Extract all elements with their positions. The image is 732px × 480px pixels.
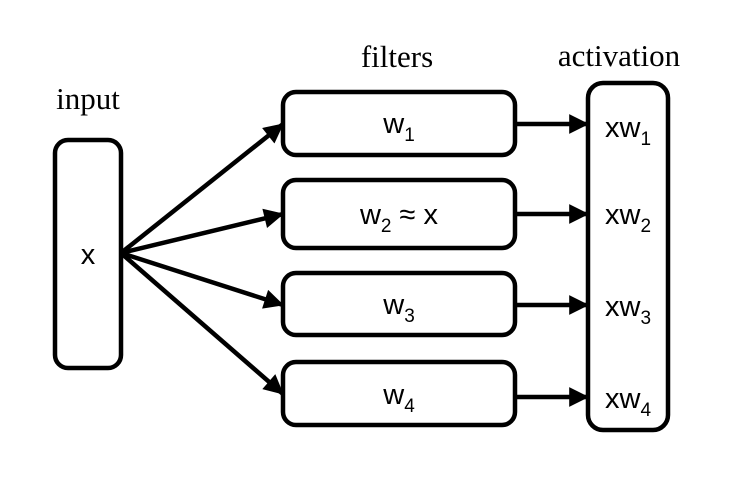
filter-label-subscript: 2 bbox=[381, 216, 392, 237]
filter-label-base: w bbox=[382, 379, 405, 411]
activation-label-subscript: 4 bbox=[640, 400, 651, 421]
arrow-input-to-w2 bbox=[120, 208, 284, 256]
section-label-activation: activation bbox=[558, 38, 681, 73]
filter-label-base: w bbox=[382, 289, 405, 321]
activation-label-base: xw bbox=[605, 199, 642, 231]
input-node-box bbox=[52, 137, 124, 371]
filter-node-label-w2: w2 ≈ x bbox=[359, 199, 439, 237]
filter-label-suffix: ≈ x bbox=[392, 199, 439, 231]
activation-label-xw1: xw1 bbox=[605, 112, 651, 150]
activation-label-base: xw bbox=[605, 383, 642, 415]
activation-label-subscript: 3 bbox=[640, 308, 651, 329]
activation-label-xw4: xw4 bbox=[605, 383, 651, 421]
filter-node-box-w1 bbox=[280, 89, 518, 158]
section-label-filters: filters bbox=[361, 39, 433, 74]
activation-label-subscript: 1 bbox=[640, 129, 651, 150]
activation-label-xw2: xw2 bbox=[605, 199, 651, 237]
activation-label-base: xw bbox=[605, 112, 642, 144]
arrow-input-to-w3 bbox=[120, 250, 284, 309]
filter-node-label-w4: w4 bbox=[382, 379, 415, 417]
activation-label-base: xw bbox=[605, 291, 642, 323]
filter-node-box-w3 bbox=[280, 270, 518, 338]
activation-label-xw3: xw3 bbox=[605, 291, 651, 329]
filter-label-base: w bbox=[359, 199, 382, 231]
filter-label-subscript: 3 bbox=[404, 306, 415, 327]
filter-label-subscript: 4 bbox=[404, 396, 415, 417]
filter-node-label-w3: w3 bbox=[382, 289, 415, 327]
arrow-input-to-w4 bbox=[119, 251, 285, 396]
filter-node-box-w4 bbox=[280, 359, 518, 428]
filter-node-label-w1: w1 bbox=[382, 108, 415, 146]
activation-box bbox=[585, 80, 671, 433]
section-label-input: input bbox=[56, 81, 120, 116]
arrow-input-to-w1 bbox=[119, 122, 285, 255]
filter-label-subscript: 1 bbox=[404, 125, 415, 146]
filter-label-base: w bbox=[382, 108, 405, 140]
input-node-label: x bbox=[81, 239, 96, 271]
activation-label-subscript: 2 bbox=[640, 216, 651, 237]
filter-node-box-w2 bbox=[280, 177, 518, 251]
